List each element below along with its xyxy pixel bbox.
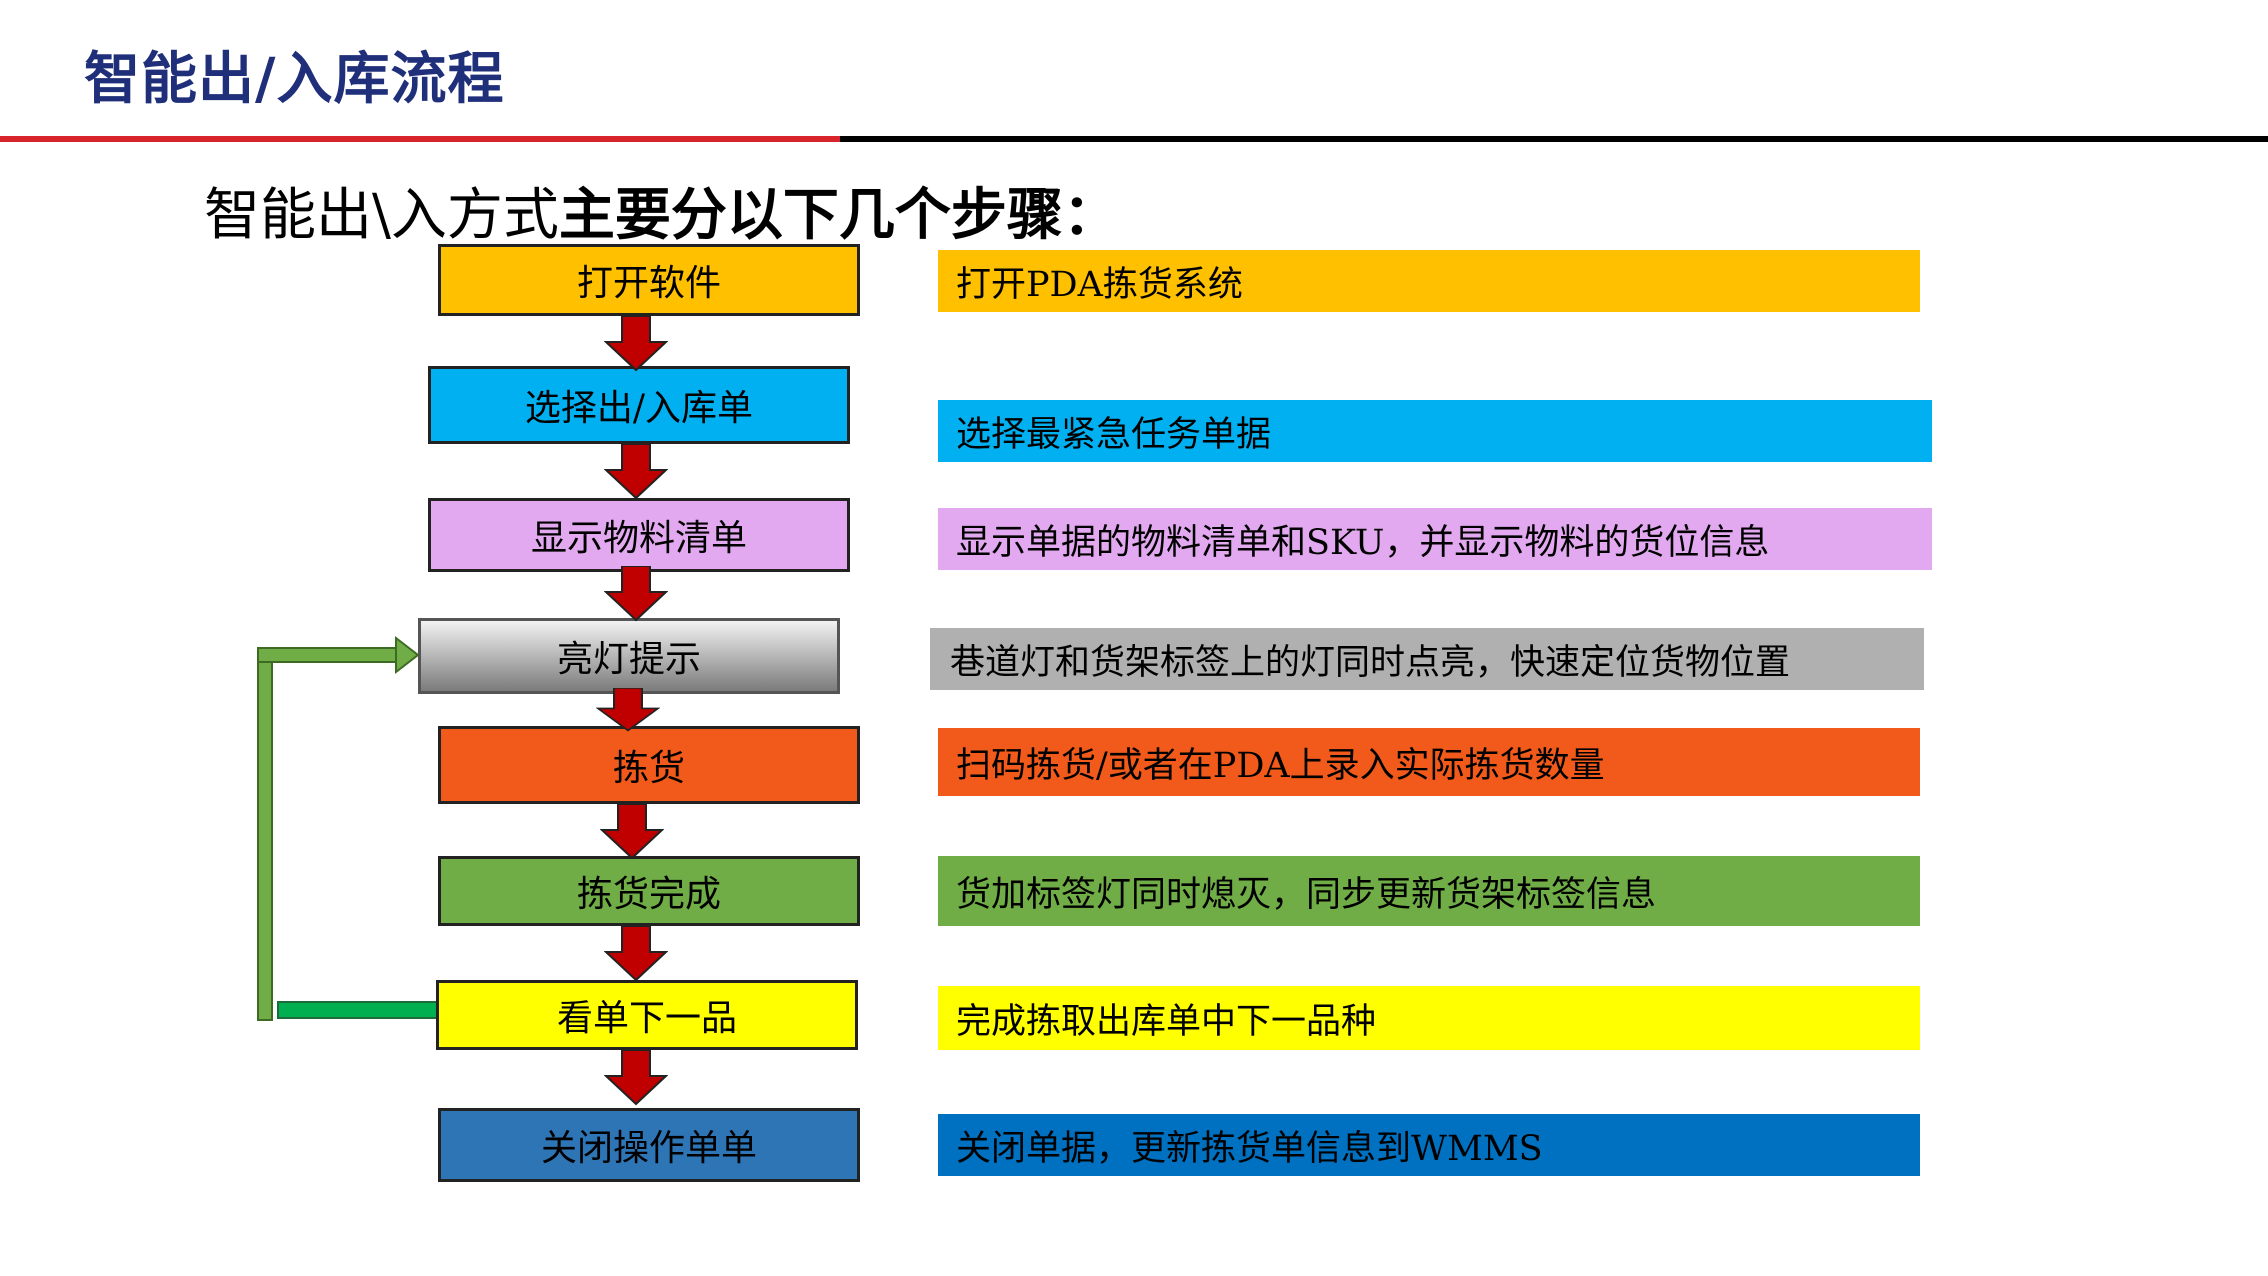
- flow-arrow-4: [596, 688, 660, 732]
- desc-pick-complete: 货加标签灯同时熄灭，同步更新货架标签信息: [938, 856, 1920, 926]
- desc-text: 打开PDA拣货系统: [956, 264, 1243, 305]
- page-title: 智能出/入库流程: [84, 47, 505, 112]
- flow-arrow-7: [604, 1050, 668, 1106]
- desc-text: 选择最紧急任务单据: [956, 414, 1272, 455]
- desc-text: 关闭单据，更新拣货单信息到WMMS: [956, 1128, 1543, 1169]
- header-rule-accent: [0, 136, 840, 142]
- step-pick-complete: 拣货完成: [438, 856, 860, 926]
- subtitle: 智能出\入方式主要分以下几个步骤：: [204, 170, 1119, 251]
- desc-text: 扫码拣货/或者在PDA上录入实际拣货数量: [956, 745, 1605, 786]
- step-label: 选择出/入库单: [524, 388, 754, 429]
- step-select-order: 选择出/入库单: [428, 366, 850, 444]
- step-label: 显示物料清单: [530, 518, 747, 559]
- step-label: 看单下一品: [556, 998, 737, 1039]
- flow-arrow-1: [604, 316, 668, 372]
- step-light-prompt: 亮灯提示: [418, 618, 840, 694]
- desc-text: 完成拣取出库单中下一品种: [956, 1001, 1377, 1042]
- subtitle-prefix: 智能出\入方式: [204, 183, 559, 248]
- step-label: 拣货完成: [576, 874, 721, 915]
- step-label: 关闭操作单单: [540, 1128, 757, 1169]
- step-close-order: 关闭操作单单: [438, 1108, 860, 1182]
- desc-light-prompt: 巷道灯和货架标签上的灯同时点亮，快速定位货物位置: [930, 628, 1924, 690]
- step-label: 亮灯提示: [556, 639, 701, 680]
- desc-pick: 扫码拣货/或者在PDA上录入实际拣货数量: [938, 728, 1920, 796]
- step-label: 打开软件: [576, 263, 721, 304]
- desc-text: 巷道灯和货架标签上的灯同时点亮，快速定位货物位置: [950, 642, 1791, 683]
- loop-vertical-bar: [257, 647, 273, 1021]
- flow-arrow-3: [604, 566, 668, 622]
- loop-top-bar: [257, 647, 399, 663]
- flow-arrow-2: [604, 444, 668, 500]
- subtitle-emphasis: 主要分以下几个步骤：: [558, 182, 1119, 248]
- loop-bottom-bar: [277, 1001, 439, 1019]
- step-next-item: 看单下一品: [436, 980, 858, 1050]
- desc-text: 显示单据的物料清单和SKU，并显示物料的货位信息: [956, 522, 1770, 563]
- desc-close-order: 关闭单据，更新拣货单信息到WMMS: [938, 1114, 1920, 1176]
- flow-arrow-6: [604, 926, 668, 982]
- step-label: 拣货: [612, 748, 685, 789]
- loop-arrow-head: [395, 635, 420, 675]
- header-rule: [0, 136, 2268, 142]
- desc-select-order: 选择最紧急任务单据: [938, 400, 1932, 462]
- desc-next-item: 完成拣取出库单中下一品种: [938, 986, 1920, 1050]
- step-open-software: 打开软件: [438, 244, 860, 316]
- desc-text: 货加标签灯同时熄灭，同步更新货架标签信息: [956, 874, 1657, 915]
- step-pick: 拣货: [438, 726, 860, 804]
- flow-arrow-5: [600, 804, 664, 860]
- desc-show-material-list: 显示单据的物料清单和SKU，并显示物料的货位信息: [938, 508, 1932, 570]
- desc-open-software: 打开PDA拣货系统: [938, 250, 1920, 312]
- step-show-material-list: 显示物料清单: [428, 498, 850, 572]
